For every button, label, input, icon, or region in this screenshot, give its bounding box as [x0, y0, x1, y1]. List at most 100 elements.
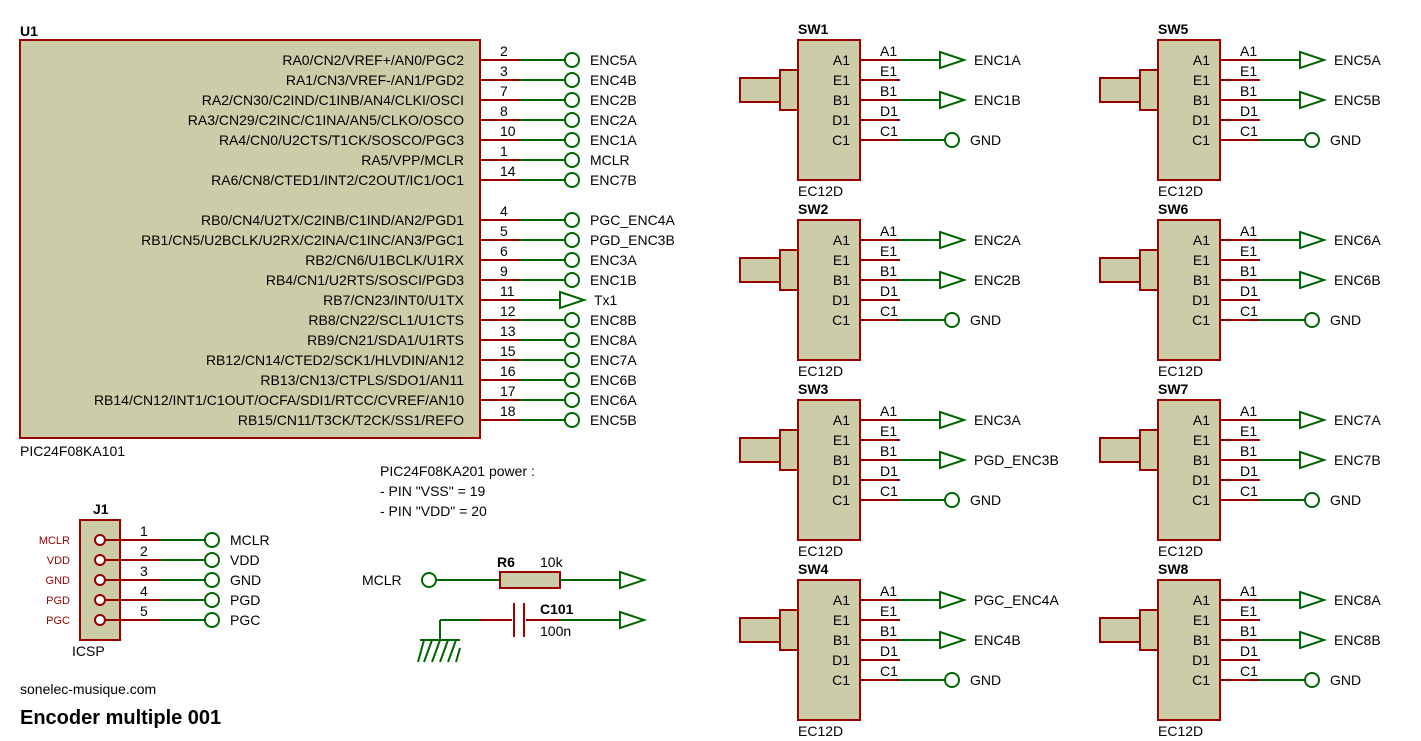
c101-value: 100n — [540, 623, 571, 639]
switch-pin-name: C1 — [1192, 492, 1210, 508]
switch-pin-name: E1 — [1193, 612, 1210, 628]
mclr-terminal — [421, 572, 437, 588]
encoder-body — [1157, 39, 1221, 181]
switch-pin-label: E1 — [1240, 243, 1257, 259]
switch-pin-name: C1 — [832, 312, 850, 328]
switch-pin-label: E1 — [880, 63, 897, 79]
encoder-collar — [1139, 69, 1159, 111]
encoder-body — [797, 39, 861, 181]
u1-pin-name: RB12/CN14/CTED2/SCK1/HLVDIN/AN12 — [206, 352, 464, 368]
j1-part: ICSP — [72, 643, 105, 659]
switch-pin-label: E1 — [880, 423, 897, 439]
note-line2: - PIN "VSS" = 19 — [380, 483, 485, 499]
switch-pin-name: A1 — [833, 232, 850, 248]
encoder-switches: SW1A1A1E1E1B1B1D1D1C1C1ENC1AENC1BGNDEC12… — [739, 21, 1381, 739]
switch-pin-name: A1 — [1193, 412, 1210, 428]
switch-b-arrow — [1299, 450, 1328, 470]
switch-sw4: SW4A1A1E1E1B1B1D1D1C1C1PGC_ENC4AENC4BGND… — [739, 561, 1059, 739]
switch-part: EC12D — [798, 543, 843, 559]
net-terminal — [564, 352, 580, 368]
switch-sw7: SW7A1A1E1E1B1B1D1D1C1C1ENC7AENC7BGNDEC12… — [1099, 381, 1381, 559]
encoder-body — [1157, 399, 1221, 541]
switch-pin-label: A1 — [1240, 403, 1257, 419]
j1-pin-pad — [94, 534, 106, 546]
switch-pin-label: D1 — [1240, 463, 1258, 479]
switch-pin-label: C1 — [1240, 663, 1258, 679]
switch-a-net: ENC7A — [1334, 412, 1381, 428]
switch-part: EC12D — [798, 363, 843, 379]
switch-pin-name: D1 — [832, 112, 850, 128]
switch-b-arrow — [939, 630, 968, 650]
switch-pin-name: B1 — [833, 272, 850, 288]
u1-pin-number: 14 — [500, 163, 516, 179]
u1-net-label: ENC2B — [590, 92, 637, 108]
switch-pin-name: C1 — [832, 132, 850, 148]
switch-pin-name: E1 — [833, 432, 850, 448]
u1-pin-name: RB0/CN4/U2TX/C2INB/C1IND/AN2/PGD1 — [201, 212, 464, 228]
switch-pin-name: A1 — [1193, 232, 1210, 248]
gnd-terminal — [944, 132, 960, 148]
switch-pin-name: E1 — [833, 612, 850, 628]
switch-pin-name: A1 — [833, 52, 850, 68]
switch-pin-name: E1 — [1193, 252, 1210, 268]
encoder-collar — [779, 69, 799, 111]
u1-net-label: ENC5B — [590, 412, 637, 428]
encoder-shaft — [739, 617, 781, 643]
switch-a-arrow — [939, 410, 968, 430]
encoder-shaft — [1099, 77, 1141, 103]
u1-pin-name: RB8/CN22/SCL1/U1CTS — [308, 312, 464, 328]
u1-net-label: ENC6A — [590, 392, 637, 408]
switch-a-arrow — [1299, 230, 1328, 250]
switch-b-net: ENC2B — [974, 272, 1021, 288]
u1-net-label: ENC8B — [590, 312, 637, 328]
switch-pin-name: B1 — [833, 632, 850, 648]
switch-pin-label: D1 — [1240, 283, 1258, 299]
switch-ref: SW5 — [1158, 21, 1189, 37]
switch-pin-label: E1 — [880, 603, 897, 619]
j1-net-label: VDD — [230, 552, 260, 568]
switch-pin-name: C1 — [832, 492, 850, 508]
net-terminal — [564, 272, 580, 288]
u1-pin-name: RB13/CN13/CTPLS/SDO1/AN11 — [260, 372, 464, 388]
switch-pin-name: B1 — [833, 92, 850, 108]
tx1-output-arrow — [559, 290, 588, 310]
switch-pin-name: B1 — [833, 452, 850, 468]
u1-pin-number: 12 — [500, 303, 516, 319]
encoder-shaft — [739, 257, 781, 283]
switch-ref: SW6 — [1158, 201, 1189, 217]
u1-pin-number: 4 — [500, 203, 508, 219]
j1-pin-pad — [94, 614, 106, 626]
switch-pin-label: D1 — [1240, 643, 1258, 659]
switch-part: EC12D — [1158, 723, 1203, 739]
switch-c-net: GND — [970, 312, 1001, 328]
j1-pin-pad — [94, 554, 106, 566]
u1-part: PIC24F08KA101 — [20, 443, 125, 459]
u1-pin-name: RB9/CN21/SDA1/U1RTS — [307, 332, 464, 348]
net-terminal — [564, 52, 580, 68]
j1-pin-label: MCLR — [39, 535, 70, 547]
switch-pin-label: B1 — [1240, 83, 1257, 99]
switch-c-net: GND — [970, 672, 1001, 688]
u1-pin-number: 7 — [500, 83, 508, 99]
switch-pin-label: B1 — [880, 623, 897, 639]
u1-pin-number: 16 — [500, 363, 516, 379]
r6-body — [499, 571, 561, 589]
gnd-terminal — [1304, 132, 1320, 148]
gnd-terminal — [1304, 492, 1320, 508]
footer-title: Encoder multiple 001 — [20, 707, 221, 729]
u1-pin-number: 17 — [500, 383, 516, 399]
switch-pin-label: A1 — [880, 583, 897, 599]
gnd-terminal — [944, 672, 960, 688]
switch-b-net: PGD_ENC3B — [974, 452, 1059, 468]
r6-output-arrow — [619, 570, 648, 590]
note-line1: PIC24F08KA201 power : — [380, 463, 535, 479]
switch-pin-label: A1 — [1240, 223, 1257, 239]
switch-pin-name: C1 — [1192, 312, 1210, 328]
switch-a-arrow — [939, 590, 968, 610]
switch-b-net: ENC4B — [974, 632, 1021, 648]
j1-ref: J1 — [93, 501, 109, 517]
switch-c-net: GND — [1330, 312, 1361, 328]
switch-pin-label: B1 — [1240, 623, 1257, 639]
u1-component: U1 RA0/CN2/VREF+/AN0/PGC22ENC5ARA1/CN3/V… — [19, 23, 675, 459]
switch-sw8: SW8A1A1E1E1B1B1D1D1C1C1ENC8AENC8BGNDEC12… — [1099, 561, 1381, 739]
